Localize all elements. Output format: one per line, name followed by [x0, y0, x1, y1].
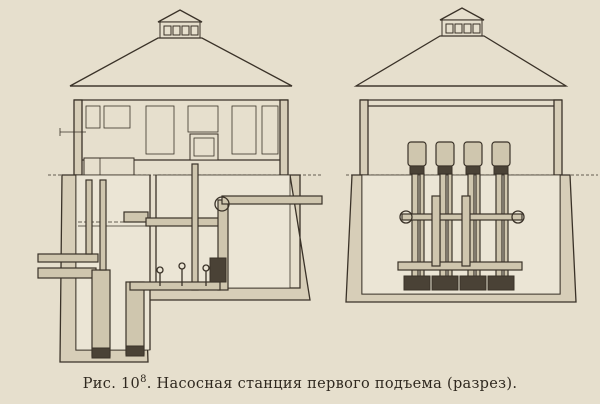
- left-section: [37, 9, 323, 363]
- intake-pipes-left: [37, 179, 149, 359]
- roof-lantern-right: [439, 7, 485, 37]
- roof-lantern-left: [157, 9, 203, 39]
- foundation-right: [345, 174, 577, 303]
- building-right: [359, 99, 563, 176]
- right-section: [345, 7, 598, 303]
- caption-superscript: 8: [140, 374, 147, 385]
- caption-text: . Насосная станция первого подъема (разр…: [146, 375, 518, 392]
- pump-unit: [403, 141, 431, 291]
- caption-prefix: Рис. 10: [82, 375, 141, 392]
- windows-left: [85, 105, 279, 155]
- pump-pipes-left: [129, 163, 323, 291]
- roof-left: [69, 37, 293, 101]
- roof-right: [353, 35, 569, 101]
- pump-unit: [487, 141, 515, 291]
- pump-units-right: [397, 141, 525, 291]
- figure-caption: Рис. 108. Насосная станция первого подъе…: [0, 374, 600, 392]
- building-left: [59, 99, 289, 176]
